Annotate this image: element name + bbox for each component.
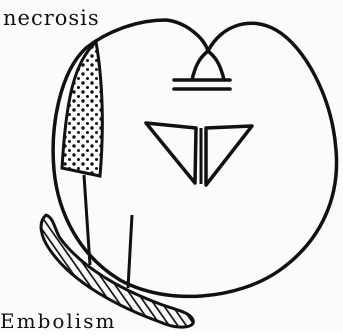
embolism-label: Embolism: [0, 311, 116, 331]
necrosis-label: necrosis: [3, 8, 100, 29]
left-chamber: [146, 123, 196, 183]
right-chamber: [206, 126, 252, 185]
coronary-line-right: [128, 215, 132, 288]
necrosis-stippled-region: [62, 42, 102, 176]
vessel-entry: [192, 51, 224, 80]
